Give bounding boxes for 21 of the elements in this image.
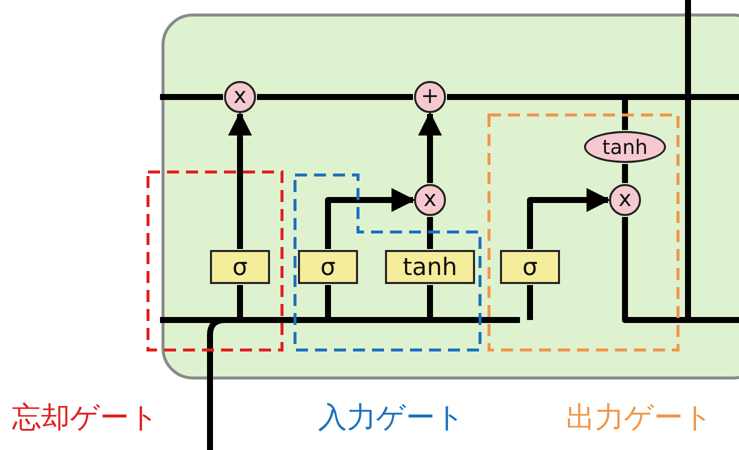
arrow xyxy=(418,112,442,183)
connector-line xyxy=(427,285,433,320)
connector-line xyxy=(427,217,433,249)
layer-box: σ xyxy=(210,250,270,284)
connector-line xyxy=(237,285,243,320)
connector-line xyxy=(622,164,628,183)
connector-line xyxy=(325,285,331,320)
gate-label: 出力ゲート xyxy=(566,399,713,436)
arrow xyxy=(325,188,416,249)
connector-line xyxy=(257,94,413,100)
arrow xyxy=(228,112,252,249)
arrow xyxy=(527,188,610,249)
connector-line xyxy=(160,94,223,100)
gate-label: 入力ゲート xyxy=(318,399,465,436)
gate-label: 忘却ゲート xyxy=(12,399,159,436)
layer-box: σ xyxy=(298,250,358,284)
layer-box: σ xyxy=(500,250,560,284)
layer-box: tanh xyxy=(385,250,475,284)
input-line xyxy=(160,317,520,323)
connector-line xyxy=(527,285,533,320)
connector-line xyxy=(622,0,691,323)
